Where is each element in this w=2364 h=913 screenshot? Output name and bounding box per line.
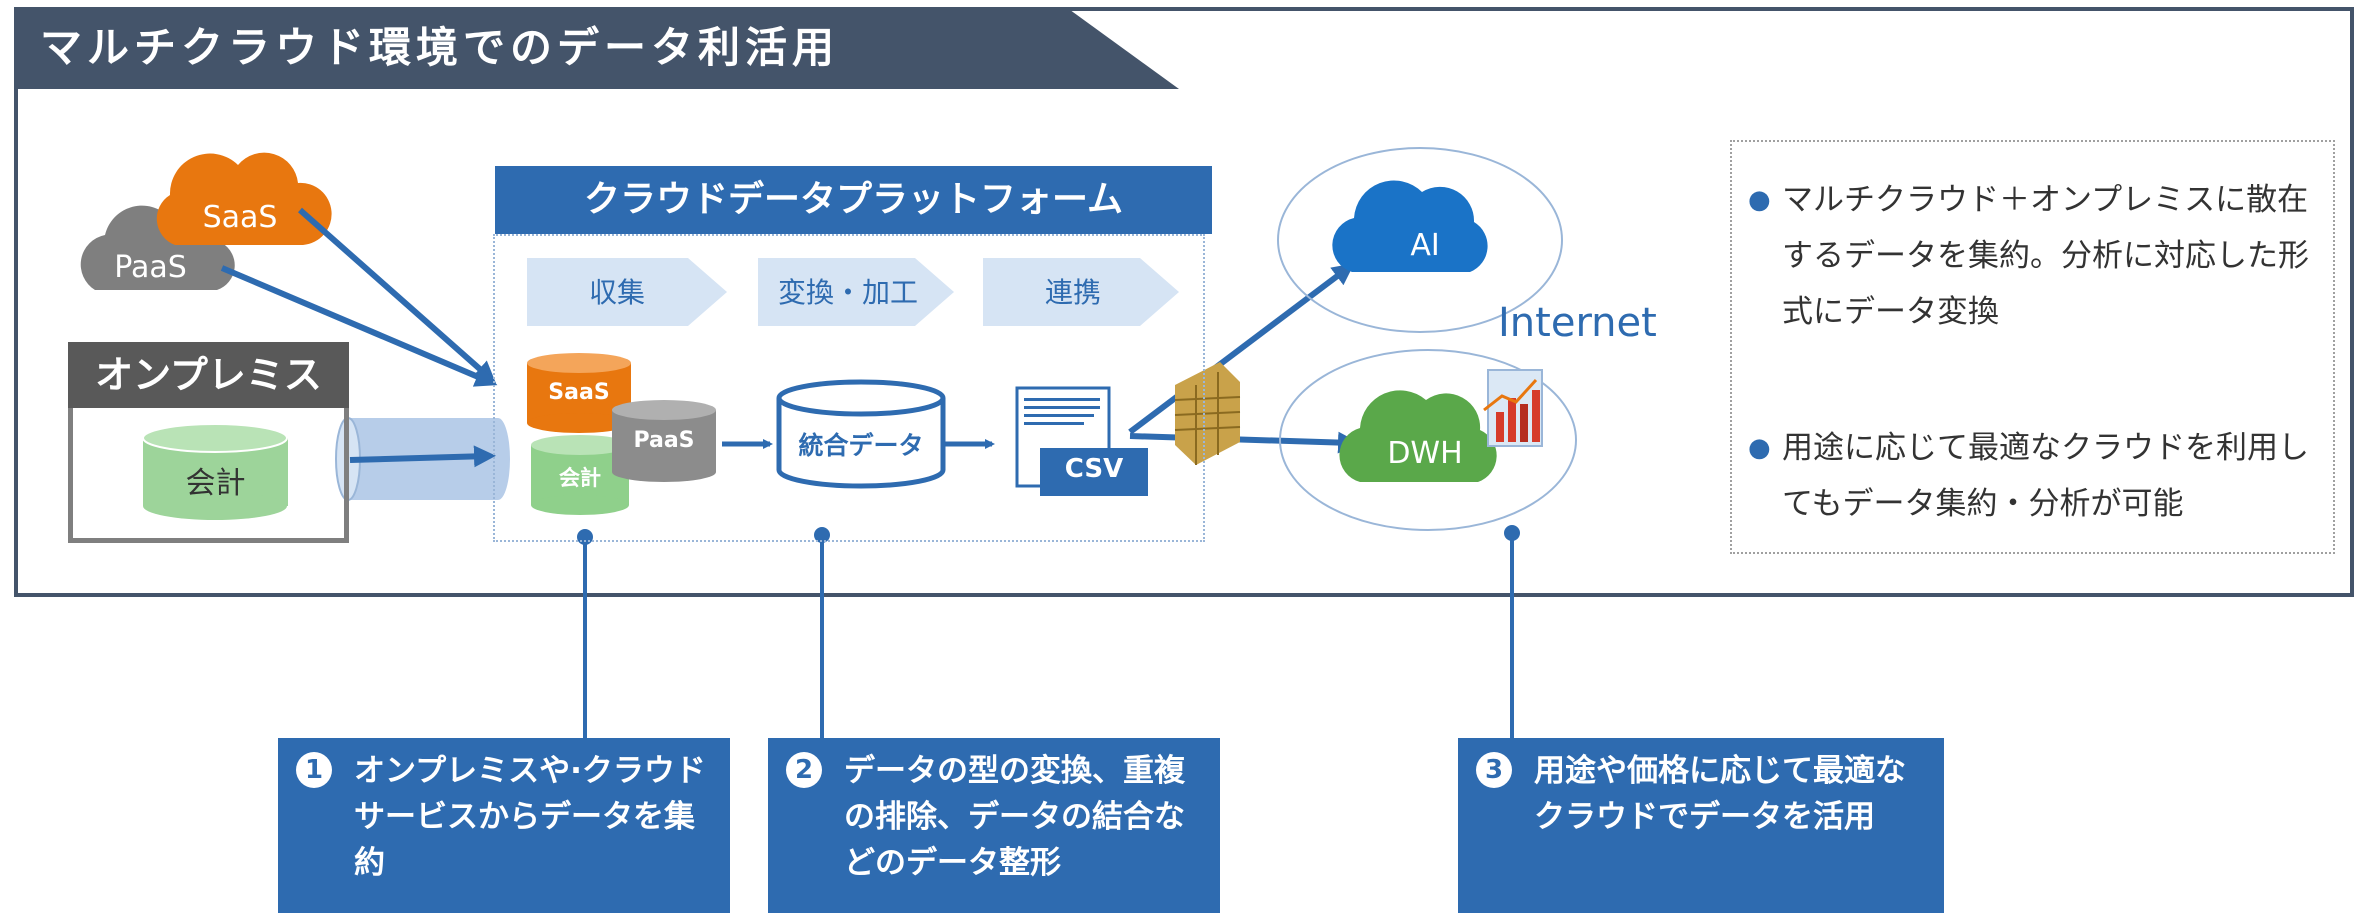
step-chevron-link (983, 258, 1179, 326)
callout-1-line-2: サービスからデータを集 (354, 799, 695, 835)
arrow-to-ai (1128, 263, 1355, 435)
step-link: 連携 (1044, 276, 1101, 309)
callout-dot-3 (1504, 525, 1520, 541)
arrow-to-dwh (1129, 431, 1360, 454)
onprem-db-label: 会計 (185, 466, 246, 501)
callout-2-line-2: の排除、データの結合な (844, 799, 1185, 835)
ai-ellipse (1277, 147, 1563, 333)
callout-text-3: 用途や価格に応じて最適な クラウドでデータを活用 (1534, 748, 1906, 840)
integrated-data-icon (776, 379, 946, 489)
callout-2-line-3: どのデータ整形 (844, 845, 1061, 881)
platform-box (493, 234, 1205, 542)
callout-text-1: オンプレミスや·クラウド サービスからデータを集 約 (354, 748, 706, 886)
dwh-cloud-icon (1339, 390, 1497, 482)
callout-dot-2 (814, 527, 830, 543)
callout-number-2: 2 (786, 752, 822, 788)
ai-label: AI (1410, 228, 1440, 263)
callout-3-line-2: クラウドでデータを活用 (1534, 799, 1875, 835)
internet-label: Internet (1498, 300, 1657, 346)
step-chevron-transform (758, 258, 954, 326)
bullet-dot-icon: ● (1748, 433, 1771, 463)
integrated-data-label: 統合データ (798, 431, 924, 460)
paas-arrow (220, 265, 498, 387)
callout-text-2: データの型の変換、重複 の排除、データの結合な どのデータ整形 (844, 748, 1185, 886)
report-chart-icon (1483, 369, 1543, 447)
callout-2-line-1: データの型の変換、重複 (844, 753, 1185, 789)
notes-box (1730, 140, 2335, 554)
paas-database-icon (612, 400, 716, 482)
saas-db-label: SaaS (548, 380, 610, 405)
callout-number-3: 3 (1476, 752, 1512, 788)
platform-title: クラウドデータプラットフォーム (495, 166, 1212, 234)
paas-cloud-label: PaaS (114, 250, 187, 285)
step-transform: 変換・加工 (777, 276, 918, 309)
note-item-1: ● マルチクラウド＋オンプレミスに散在するデータを集約。分析に対応した形式にデー… (1748, 172, 2309, 352)
diagram-frame (14, 7, 2354, 597)
page-title: マルチクラウド環境でのデータ利活用 (40, 23, 840, 72)
bullet-dot-icon: ● (1748, 185, 1771, 215)
account-db-label: 会計 (559, 466, 601, 490)
dwh-ellipse (1279, 349, 1577, 531)
paas-db-label: PaaS (633, 428, 695, 453)
note-text-1: マルチクラウド＋オンプレミスに散在するデータを集約。分析に対応した形式にデータ変… (1782, 182, 2309, 330)
note-item-2: ● 用途に応じて最適なクラウドを利用してもデータ集約・分析が可能 (1748, 420, 2309, 540)
dwh-label: DWH (1387, 436, 1463, 471)
callout-1: 1 オンプレミスや·クラウド サービスからデータを集 約 (278, 738, 730, 913)
ai-cloud-icon (1332, 180, 1488, 272)
callout-1-line-1: オンプレミスや·クラウド (354, 753, 706, 789)
onprem-database-icon (142, 423, 288, 520)
csv-document-icon (1015, 386, 1148, 496)
step-chevron-collect (527, 258, 727, 326)
saas-database-icon (527, 353, 631, 433)
callout-1-line-3: 約 (354, 845, 385, 881)
pipe-arrow (349, 445, 496, 468)
callout-2: 2 データの型の変換、重複 の排除、データの結合な どのデータ整形 (768, 738, 1220, 913)
saas-cloud-icon (156, 152, 332, 245)
callout-3: 3 用途や価格に応じて最適な クラウドでデータを活用 (1458, 738, 1944, 913)
onprem-box (68, 408, 349, 543)
onprem-header: オンプレミス (68, 342, 349, 408)
title-banner (14, 7, 1179, 89)
saas-cloud-label: SaaS (202, 200, 278, 235)
csv-label: CSV (1064, 454, 1124, 484)
step-collect: 収集 (588, 276, 645, 309)
callout-3-line-1: 用途や価格に応じて最適な (1534, 753, 1906, 789)
callout-number-1: 1 (296, 752, 332, 788)
callout-connectors (583, 533, 1514, 738)
firewall-icon (1174, 362, 1241, 465)
saas-arrow (298, 207, 496, 384)
note-text-2: 用途に応じて最適なクラウドを利用してもデータ集約・分析が可能 (1782, 430, 2309, 522)
